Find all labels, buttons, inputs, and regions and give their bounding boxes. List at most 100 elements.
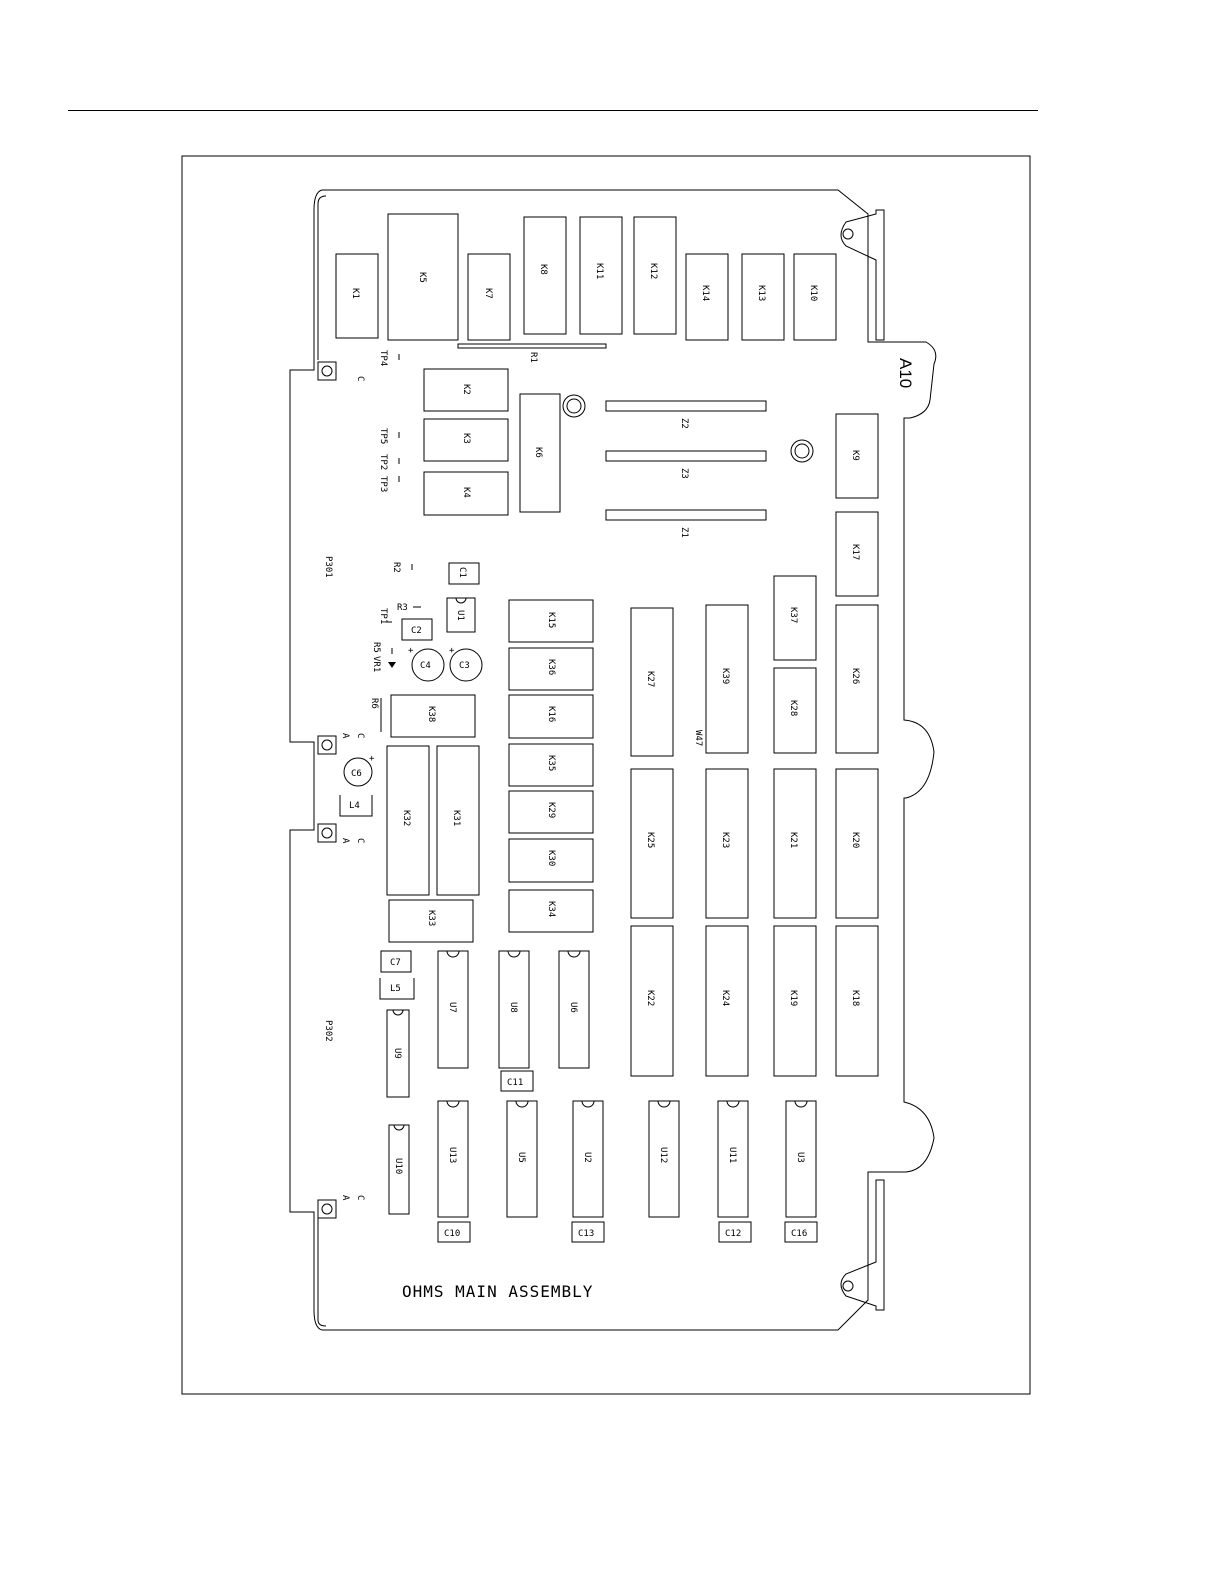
relay-k16-label: K16 xyxy=(546,706,556,722)
cap-c10-label: C10 xyxy=(444,1229,460,1239)
relay-k21-label: K21 xyxy=(788,832,798,848)
relay-k11-label: K11 xyxy=(594,263,604,279)
relay-k5-label: K5 xyxy=(417,272,427,283)
middle-relay-group: K15 K36 K16 K35 K29 K30 K34 K38 K32 K31 … xyxy=(386,599,594,943)
extractor-bottom-hole xyxy=(842,1280,854,1292)
cap-c3-label: C3 xyxy=(459,661,470,671)
ic-row-lower: U13 U5 U2 U12 U11 U3 U10 xyxy=(388,1100,817,1218)
cap-c2-label: C2 xyxy=(411,626,422,636)
resistor-r5-label: R5 xyxy=(371,642,381,653)
ic-u11-label: U11 xyxy=(727,1147,737,1163)
relay-k25-label: K25 xyxy=(645,832,655,848)
relay-k29-label: K29 xyxy=(546,802,556,818)
pin-letters: C A C A C A C xyxy=(340,376,365,1201)
pin-a-label: A xyxy=(340,838,350,844)
resistor-r3-label: R3 xyxy=(397,603,408,613)
cap-c4-label: C4 xyxy=(420,661,431,671)
relay-k2-label: K2 xyxy=(461,384,471,395)
resistor-r2-label: R2 xyxy=(391,562,401,573)
diode-vr1-label: VR1 xyxy=(371,656,381,672)
relay-k8-label: K8 xyxy=(538,264,548,275)
pad-round xyxy=(562,394,586,418)
extractor-top-hole xyxy=(842,228,854,240)
ic-u12-label: U12 xyxy=(658,1147,668,1163)
relay-k26-label: K26 xyxy=(850,668,860,684)
relay-k19-label: K19 xyxy=(788,990,798,1006)
relay-k9-label: K9 xyxy=(850,450,860,461)
connector-p302-label: P302 xyxy=(323,1020,333,1042)
polarity-mark: + xyxy=(408,646,414,656)
cap-c7-label: C7 xyxy=(390,958,401,968)
cap-c13-label: C13 xyxy=(578,1229,594,1239)
network-z3-label: Z3 xyxy=(679,468,689,479)
relay-k39-label: K39 xyxy=(720,668,730,684)
relay-k6-label: K6 xyxy=(533,447,543,458)
right-relay-group: K9 K17 K37 K26 K28 K39 K27 xyxy=(630,413,879,757)
relay-k10-label: K10 xyxy=(808,285,818,301)
relay-k15-label: K15 xyxy=(546,612,556,628)
board-title: OHMS MAIN ASSEMBLY xyxy=(402,1282,593,1301)
relay-k7-label: K7 xyxy=(483,288,493,299)
extractor-top xyxy=(840,209,885,341)
network-z1-label: Z1 xyxy=(679,527,689,538)
board-designator-a10: A10 xyxy=(896,358,915,388)
ic-u5-label: U5 xyxy=(516,1152,526,1163)
resistor-r1-label: R1 xyxy=(528,352,538,363)
board-outline xyxy=(289,189,937,1331)
top-relay-row: K1 K5 K7 K8 K11 K12 K14 K13 K10 xyxy=(335,213,837,341)
tp3-label: TP3 xyxy=(378,476,388,492)
relay-k20-label: K20 xyxy=(850,832,860,848)
ic-u9-label: U9 xyxy=(392,1048,402,1059)
resistor-r6-label: R6 xyxy=(369,698,379,709)
ic-u3-label: U3 xyxy=(795,1152,805,1163)
board-inner-edge xyxy=(317,195,327,1327)
cap-c1-label: C1 xyxy=(457,567,467,578)
pad-round xyxy=(790,439,814,463)
ic-u10-label: U10 xyxy=(393,1158,403,1174)
relay-k38-label: K38 xyxy=(426,706,436,722)
relay-k12-label: K12 xyxy=(648,263,658,279)
resistor-r1 xyxy=(457,343,607,349)
relay-k14-label: K14 xyxy=(700,285,710,301)
ic-u6-label: U6 xyxy=(568,1002,578,1013)
relay-k30-label: K30 xyxy=(546,850,556,866)
jumper-w47-label: W47 xyxy=(693,730,703,746)
relay-k24-label: K24 xyxy=(720,990,730,1006)
relay-k17-label: K17 xyxy=(850,544,860,560)
figure-frame xyxy=(181,155,1031,1395)
page-top-rule xyxy=(68,110,1038,111)
cap-c12-label: C12 xyxy=(725,1229,741,1239)
pin-c-label: C xyxy=(355,1195,365,1200)
relay-k18-label: K18 xyxy=(850,990,860,1006)
relay-k31-label: K31 xyxy=(451,810,461,826)
relay-k3-label: K3 xyxy=(461,433,471,444)
left-relay-group: K2 K3 K4 K6 xyxy=(423,368,561,516)
cap-c11-label: C11 xyxy=(507,1078,523,1088)
network-z2-label: Z2 xyxy=(679,418,689,429)
resistor-labels: R2 R3 R5 VR1 R6 xyxy=(369,562,421,732)
test-points: TP4 TP5 TP2 TP3 TP1 xyxy=(378,350,400,624)
relay-k28-label: K28 xyxy=(788,700,798,716)
cap-c6-label: C6 xyxy=(351,769,362,779)
connector-p301-label: P301 xyxy=(323,556,333,578)
polarity-mark: + xyxy=(369,754,375,764)
tp2-label: TP2 xyxy=(378,454,388,470)
relay-k1-label: K1 xyxy=(350,288,360,299)
ic-row-upper: U7 U8 U6 U9 xyxy=(386,950,590,1098)
inductor-l4-label: L4 xyxy=(349,801,360,811)
pin-a-label: A xyxy=(340,1195,350,1201)
ic-u13-label: U13 xyxy=(447,1147,457,1163)
cap-c16-label: C16 xyxy=(791,1229,807,1239)
extractor-bottom xyxy=(840,1179,885,1311)
relay-k33-label: K33 xyxy=(426,910,436,926)
relay-k35-label: K35 xyxy=(546,755,556,771)
relay-grid: K25 K23 K21 K20 K22 K24 K19 K18 xyxy=(630,768,879,1077)
resistor-networks: Z2 Z3 Z1 xyxy=(605,400,767,538)
inductor-l5-label: L5 xyxy=(390,984,401,994)
relay-k27-label: K27 xyxy=(645,671,655,687)
relay-k13-label: K13 xyxy=(756,285,766,301)
small-components: U1 C1 C2 C4 C3 + + C6 + L4 C7 L5 C11 C10… xyxy=(339,562,818,1243)
tp5-label: TP5 xyxy=(378,428,388,444)
ic-u1-label: U1 xyxy=(455,610,465,621)
relay-k4-label: K4 xyxy=(461,487,471,498)
